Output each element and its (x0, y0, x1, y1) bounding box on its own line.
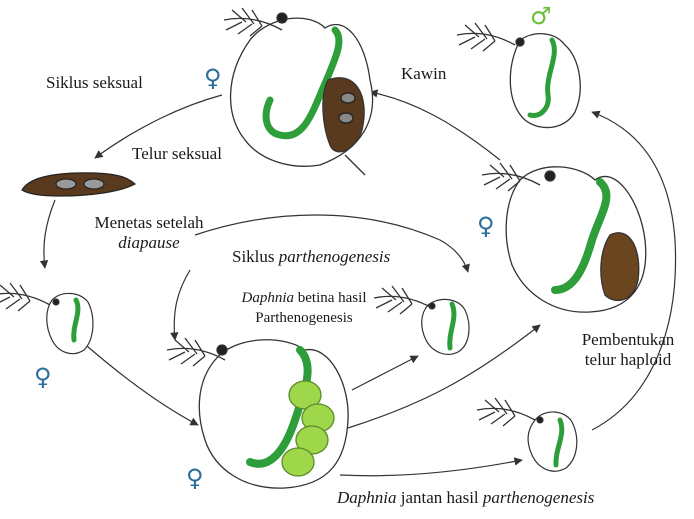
label-female-line2: Parthenogenesis (224, 308, 384, 328)
label-female-rest: betina hasil (294, 290, 366, 306)
label-male-term2: parthenogenesis (483, 488, 594, 507)
arrow-left-to-center (80, 340, 198, 425)
label-hatch-line2: diapause (118, 233, 179, 252)
female-symbol-left: ♀ (34, 365, 52, 389)
label-parth-term: parthenogenesis (279, 247, 390, 266)
label-hatch: Menetas setelah diapause (74, 213, 224, 253)
daphnia-male-top-right (457, 23, 580, 128)
label-female-parthenogenesis: Daphnia betina hasil Parthenogenesis (224, 288, 384, 328)
label-male-rest: jantan hasil (397, 488, 483, 507)
arrow-right-to-top (370, 92, 500, 160)
arrow-eggs-to-left (44, 200, 55, 268)
female-symbol-top: ♀ (204, 66, 222, 90)
male-symbol-top-right: ♂ (530, 4, 552, 28)
label-parthenogenesis-cycle: Siklus parthenogenesis (232, 247, 390, 267)
daphnia-male-bottom-right (477, 398, 577, 471)
daphnia-female-right (482, 163, 646, 312)
ephippium-egg-case (22, 173, 135, 196)
daphnia-female-top (224, 8, 373, 175)
label-parth-prefix: Siklus (232, 247, 279, 266)
female-symbol-right: ♀ (477, 214, 495, 238)
label-female-term: Daphnia (242, 290, 295, 306)
label-male-parthenogenesis: Daphnia jantan hasil parthenogenesis (337, 488, 594, 508)
daphnia-small-left (0, 283, 93, 354)
label-male-term: Daphnia (337, 488, 397, 507)
female-symbol-center: ♀ (186, 466, 204, 490)
label-sexual-cycle: Siklus seksual (46, 73, 143, 93)
label-mating: Kawin (401, 64, 446, 84)
label-haploid-eggs: Pembentukan telur haploid (568, 330, 688, 370)
label-haploid-line2: telur haploid (568, 350, 688, 370)
arrow-parth-cycle-down (174, 270, 190, 340)
label-sexual-eggs: Telur seksual (132, 144, 222, 164)
daphnia-small-mid (374, 286, 469, 354)
label-haploid-line1: Pembentukan (568, 330, 688, 350)
arrow-center-to-male (340, 460, 522, 476)
label-hatch-line1: Menetas setelah (74, 213, 224, 233)
arrow-center-to-mid (352, 356, 418, 390)
